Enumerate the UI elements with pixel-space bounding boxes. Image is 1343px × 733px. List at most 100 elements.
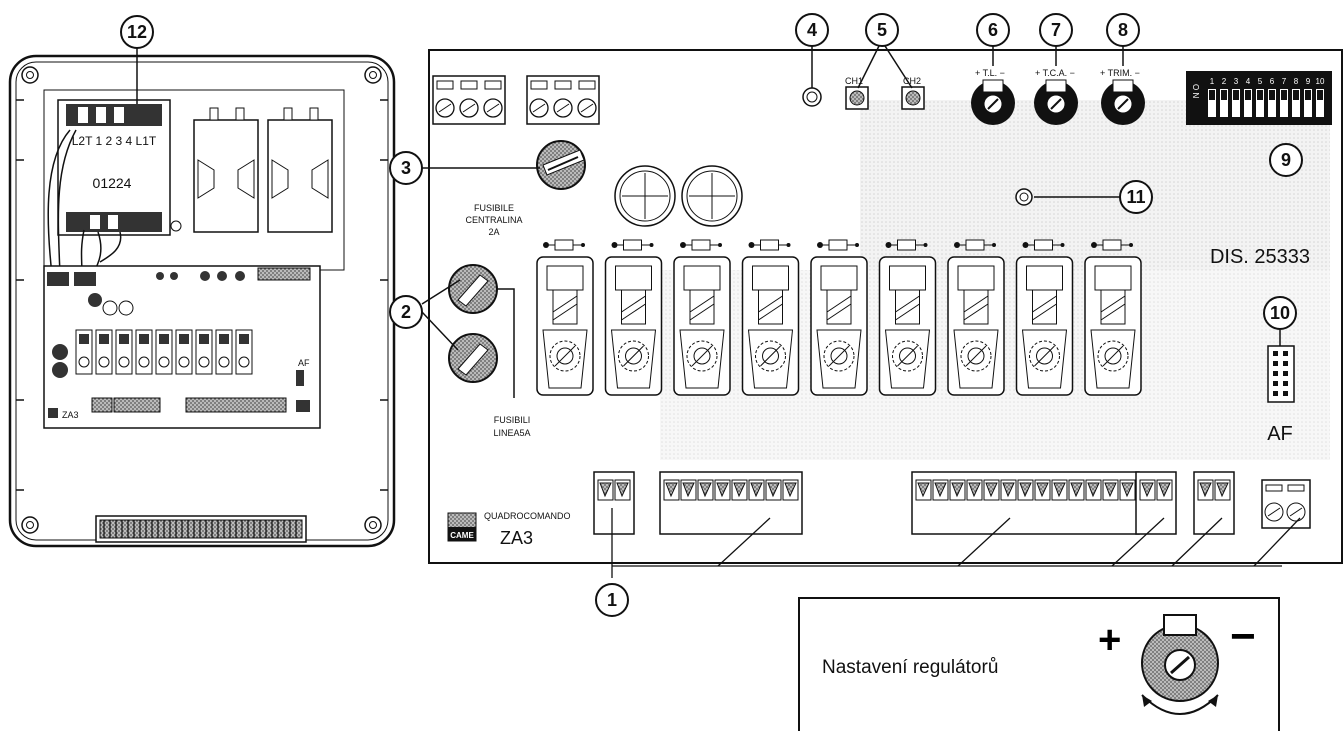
transformer: L2T 1 2 3 4 L1T 01224: [57, 99, 182, 236]
dip-number-label: 2: [1222, 77, 1227, 86]
enclosure: L2T 1 2 3 4 L1T 01224: [8, 54, 396, 548]
ch1-button[interactable]: [845, 86, 869, 110]
line-fuse-label-2: LINEA5A: [493, 428, 530, 438]
dip-number-label: 3: [1234, 77, 1239, 86]
main-fuse-label-2: CENTRALINA: [465, 215, 522, 225]
callout-number: 5: [877, 20, 887, 40]
mini-relay: [215, 329, 233, 375]
main-fuse-label-1: FUSIBILE: [474, 203, 514, 213]
callout-number: 9: [1281, 150, 1291, 170]
af-connector[interactable]: [1267, 345, 1295, 403]
ch1-label: CH1: [845, 76, 863, 86]
transformer-terminals: L2T 1 2 3 4 L1T: [72, 134, 157, 148]
screw-icon: [364, 516, 382, 534]
terminal-block-2c: [1193, 471, 1235, 535]
board-model: ZA3: [500, 528, 533, 548]
mini-relay: [95, 329, 113, 375]
callout-6: 6: [976, 13, 1010, 47]
drawing-number: DIS. 25333: [1210, 246, 1310, 268]
regulator-settings-text: Nastavení regulátorů: [822, 657, 999, 678]
regulator-settings-box: Nastavení regulátorů + −: [798, 597, 1280, 731]
relay: [741, 239, 800, 396]
callout-7: 7: [1039, 13, 1073, 47]
dip-number-label: 1: [1210, 77, 1215, 86]
brand-logo-text: CAME: [450, 531, 474, 540]
mini-relay: [195, 329, 213, 375]
dip-number-label: 9: [1306, 77, 1311, 86]
trimmer-tl-label: + T.L. −: [975, 68, 1005, 78]
terminal-block-8: [659, 471, 803, 535]
line-fuse: [448, 333, 498, 383]
callout-number: 6: [988, 20, 998, 40]
callout-number: 2: [401, 302, 411, 322]
terminal-block-3: [432, 75, 506, 125]
dip-number-label: 5: [1258, 77, 1263, 86]
dip-number-label: 10: [1316, 77, 1325, 86]
callout-number: 3: [401, 158, 411, 178]
dip-number-label: 7: [1282, 77, 1287, 86]
callout-11: 11: [1119, 180, 1153, 214]
callout-1: 1: [595, 583, 629, 617]
callout-10: 10: [1263, 296, 1297, 330]
trimmer-trim-label: + TRIM. −: [1100, 68, 1140, 78]
callout-number: 1: [607, 590, 617, 610]
terminal-block-3: [526, 75, 600, 125]
mini-board-model: ZA3: [62, 410, 79, 420]
callout-3: 3: [389, 151, 423, 185]
callout-4: 4: [795, 13, 829, 47]
relay: [1015, 239, 1074, 396]
callout-8: 8: [1106, 13, 1140, 47]
trimmer-potentiometer[interactable]: [1101, 79, 1145, 125]
trimmer-tca-label: + T.C.A. −: [1035, 68, 1075, 78]
trimmer-adjust-icon: + −: [1098, 612, 1256, 715]
mini-control-board: AF ZA3: [43, 265, 321, 429]
callout-number: 8: [1118, 20, 1128, 40]
dip-number-label: 4: [1246, 77, 1251, 86]
screw-icon: [21, 66, 39, 84]
terminal-block-2-screw: [1261, 479, 1311, 529]
terminal-block-13: [911, 471, 1140, 535]
mounting-hole: [614, 165, 676, 227]
came-logo: CAME: [447, 512, 477, 542]
minus-sign: −: [1230, 612, 1256, 661]
cable-entry-grille: [95, 515, 307, 543]
mini-relay: [155, 329, 173, 375]
trimmer-potentiometer[interactable]: [1034, 79, 1078, 125]
mini-relay: [115, 329, 133, 375]
callout-number: 10: [1270, 303, 1290, 323]
ch2-button[interactable]: [901, 86, 925, 110]
trimmer-potentiometer[interactable]: [971, 79, 1015, 125]
callout-number: 7: [1051, 20, 1061, 40]
plus-sign: +: [1098, 618, 1121, 662]
callout-12: 12: [120, 15, 154, 49]
callout-2: 2: [389, 295, 423, 329]
mini-relay: [235, 329, 253, 375]
capacitor: [193, 107, 259, 233]
dip-number-label: 8: [1294, 77, 1299, 86]
main-fuse: [536, 140, 586, 190]
transformer-code: 01224: [93, 175, 132, 191]
dip-number-label: 6: [1270, 77, 1275, 86]
mini-relay: [175, 329, 193, 375]
mini-relay: [135, 329, 153, 375]
relay: [878, 239, 937, 396]
main-fuse-label-3: 2A: [488, 227, 499, 237]
callout-number: 12: [127, 22, 147, 42]
led-indicator: [802, 87, 822, 107]
capacitor: [267, 107, 333, 233]
dip-on-label: O N: [1191, 84, 1200, 98]
relay: [536, 239, 594, 396]
callout-number: 4: [807, 20, 817, 40]
terminal-block-2b: [1135, 471, 1177, 535]
ch2-label: CH2: [903, 76, 921, 86]
screw-icon: [21, 516, 39, 534]
mini-relay: [75, 329, 93, 375]
led-11: [1015, 188, 1033, 206]
line-fuse: [448, 264, 498, 314]
mounting-hole: [681, 165, 743, 227]
relay: [1084, 239, 1142, 396]
relay: [673, 239, 731, 396]
relay: [810, 239, 868, 396]
